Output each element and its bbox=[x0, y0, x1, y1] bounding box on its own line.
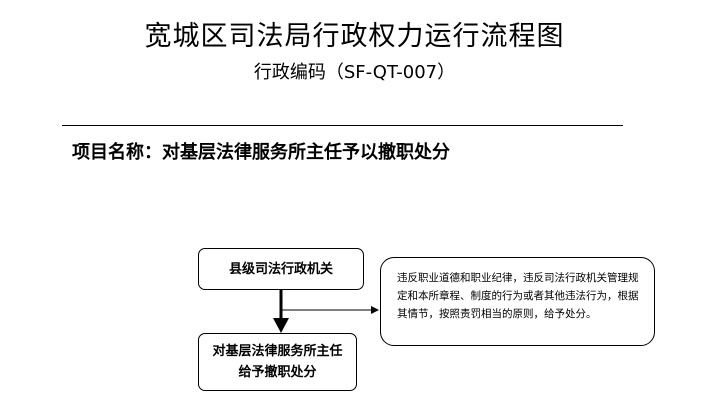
down-arrow-head bbox=[273, 318, 289, 333]
project-name: 项目名称：对基层法律服务所主任予以撤职处分 bbox=[72, 138, 450, 164]
flow-step-label: 县级司法行政机关 bbox=[228, 261, 333, 277]
flow-step-dismissal: 对基层法律服务所主任给予撤职处分 bbox=[198, 333, 357, 391]
flow-step-label: 对基层法律服务所主任给予撤职处分 bbox=[212, 344, 343, 380]
divider-line bbox=[62, 125, 623, 126]
project-label: 项目名称： bbox=[72, 142, 162, 163]
administrative-code: 行政编码（SF-QT-007） bbox=[253, 62, 456, 83]
condition-note-text: 违反职业道德和职业纪律，违反司法行政机关管理规定和本所章程、制度的行为或者其他违… bbox=[397, 272, 639, 320]
project-value: 对基层法律服务所主任予以撤职处分 bbox=[162, 142, 450, 163]
page-title: 宽城区司法局行政权力运行流程图 bbox=[144, 21, 565, 52]
condition-note: 违反职业道德和职业纪律，违反司法行政机关管理规定和本所章程、制度的行为或者其他违… bbox=[380, 257, 655, 346]
flow-step-county-bureau: 县级司法行政机关 bbox=[198, 248, 364, 290]
